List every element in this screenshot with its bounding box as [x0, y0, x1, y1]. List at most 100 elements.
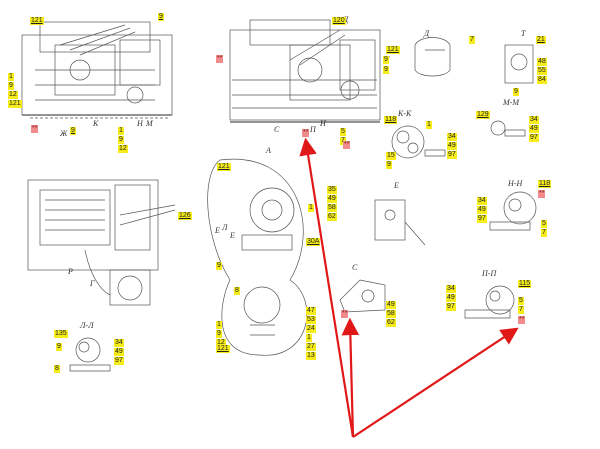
callout-tag: 49 — [446, 294, 456, 302]
view-letter: А — [265, 146, 271, 155]
view-letter: Л — [221, 223, 228, 232]
callout-tag-marked: ** — [538, 190, 546, 198]
callout-tag: 35 — [327, 186, 337, 194]
view-letter: Р — [67, 267, 73, 276]
detail-view-e — [374, 199, 426, 246]
engine-lower-view — [27, 179, 176, 306]
callout-tag: 97 — [529, 134, 539, 142]
detail-view-c — [339, 279, 386, 313]
callout-tag: 53 — [306, 316, 316, 324]
callout-tag: 120 — [332, 17, 346, 25]
engine-front-view — [21, 21, 173, 119]
view-letter: С — [274, 125, 280, 134]
callout-tag-marked: ** — [31, 125, 39, 133]
callout-tag: 121 — [8, 100, 22, 108]
callout-tag: 49 — [114, 348, 124, 356]
detail-view-t — [504, 44, 534, 84]
callout-tag: 12 — [118, 145, 128, 153]
callout-tag: 12 — [8, 91, 18, 99]
callout-tag: 1 — [8, 73, 14, 81]
callout-tag: 97 — [446, 303, 456, 311]
callout-tag: 49 — [529, 125, 539, 133]
callout-tag: 9 — [216, 262, 222, 270]
view-letter: П-П — [481, 269, 497, 278]
callout-tag: 97 — [114, 357, 124, 365]
callout-tag: 9 — [8, 82, 14, 90]
callout-tag: 30А — [306, 238, 321, 246]
callout-tag: 97 — [447, 151, 457, 159]
view-letter: Н — [319, 119, 327, 128]
view-letter: Н — [136, 119, 144, 128]
callout-tag: 1 — [216, 321, 222, 329]
callout-tag: 24 — [306, 325, 316, 333]
view-letter: П — [309, 125, 317, 134]
callout-tag-marked: ** — [343, 141, 351, 149]
view-letter: Е — [214, 226, 220, 235]
callout-tag: 115 — [518, 280, 532, 288]
view-letter: Ж — [59, 129, 68, 138]
callout-tag: 9 — [216, 330, 222, 338]
callout-tag: 12 — [216, 339, 226, 347]
callout-tag: 126 — [178, 212, 192, 220]
view-letter: К-К — [397, 109, 412, 118]
detail-view-kk — [391, 125, 446, 159]
callout-tag: 34 — [447, 133, 457, 141]
callout-tag: 48 — [537, 58, 547, 66]
callout-tag: 5 — [340, 128, 346, 136]
callout-tag: 9 — [513, 88, 519, 96]
view-letter: М — [145, 119, 154, 128]
callout-tag-marked: ** — [341, 310, 349, 318]
callout-tag: 1 — [306, 334, 312, 342]
callout-tag: 1 — [308, 204, 314, 212]
callout-tag: 121 — [217, 163, 231, 171]
red-annotation-arrows — [299, 137, 519, 438]
callout-tag: 34 — [529, 116, 539, 124]
detail-view-pp — [464, 285, 515, 319]
callout-tag: 9 — [70, 127, 76, 135]
callout-tag: 15 — [386, 152, 396, 160]
callout-tag: 49 — [386, 301, 396, 309]
view-letter: М-М — [502, 98, 520, 107]
callout-tag: 1 — [426, 121, 432, 129]
detail-view-ll — [69, 337, 111, 372]
callout-tag: 21 — [536, 36, 546, 44]
callout-tag: 34 — [114, 339, 124, 347]
callout-tag: 5 — [541, 220, 547, 228]
detail-view-d — [414, 37, 451, 77]
detail-view-nn — [489, 191, 537, 231]
callout-tag: 118 — [538, 180, 552, 188]
callout-tag: 7 — [518, 306, 524, 314]
callout-tag: 49 — [327, 195, 337, 203]
callout-tag: 121 — [216, 345, 230, 353]
callout-tag-marked: ** — [302, 129, 310, 137]
callout-tag: 47 — [306, 307, 316, 315]
callout-tag: 34 — [477, 197, 487, 205]
callout-tag: 58 — [386, 310, 396, 318]
callout-tag: 7 — [541, 229, 547, 237]
callout-tag-marked: ** — [216, 55, 224, 63]
callout-tag: 84 — [537, 76, 547, 84]
view-letter: Н-Н — [507, 179, 523, 188]
callout-tag: 7 — [340, 137, 346, 145]
view-letter: К — [92, 119, 99, 128]
view-letter: Е — [393, 181, 399, 190]
callout-tag: 129 — [476, 111, 490, 119]
callout-tag: 58 — [327, 204, 337, 212]
callout-tag: 97 — [477, 215, 487, 223]
callout-tag: 7 — [469, 36, 475, 44]
callout-tag: 121 — [386, 46, 400, 54]
arrow-to-view-c-marker — [341, 317, 360, 438]
view-letter: Л-Л — [79, 321, 94, 330]
callout-tag: 1 — [118, 127, 124, 135]
view-letter: Е — [229, 231, 235, 240]
callout-tag: 135 — [54, 330, 68, 338]
arrow-to-top-marker — [299, 137, 355, 438]
view-letter: С — [352, 263, 358, 272]
callout-tag: 9 — [158, 13, 164, 21]
view-letter: Д — [423, 29, 430, 38]
callout-tag: 34 — [446, 285, 456, 293]
callout-tag-marked: ** — [518, 316, 526, 324]
callout-tag: 118 — [384, 116, 398, 124]
callout-tag: 8 — [54, 365, 60, 373]
callout-tag: 62 — [327, 213, 337, 221]
